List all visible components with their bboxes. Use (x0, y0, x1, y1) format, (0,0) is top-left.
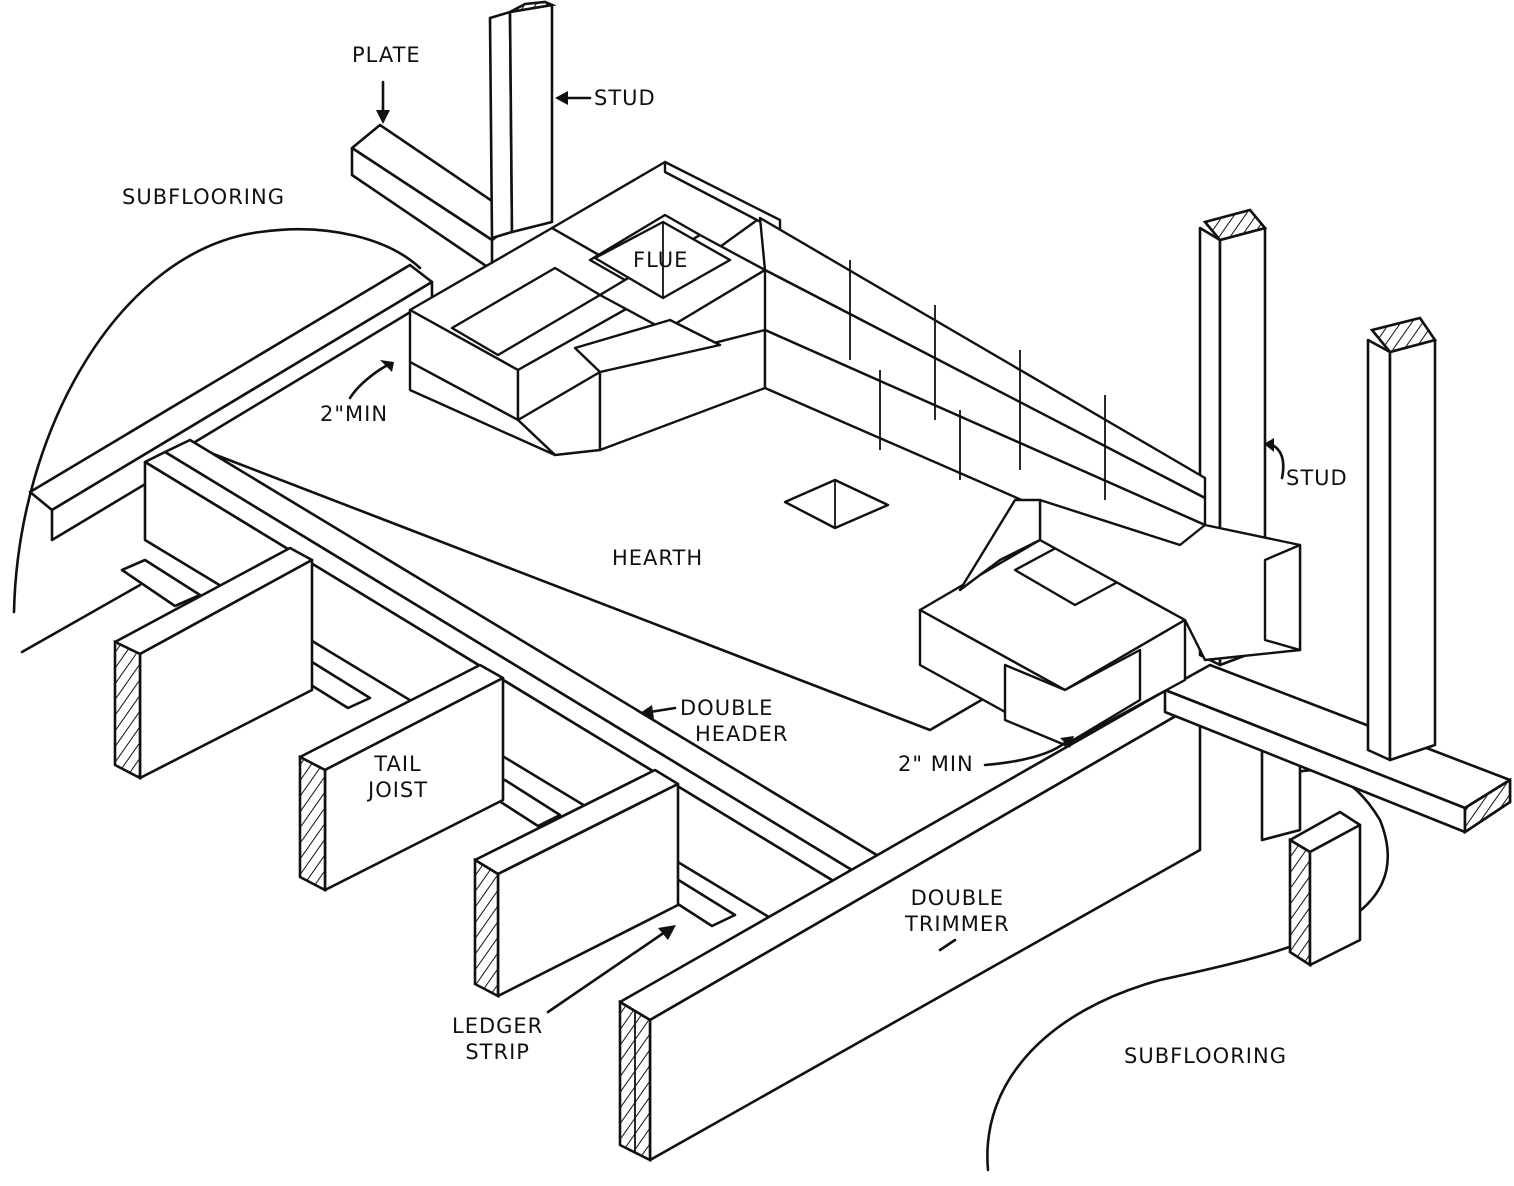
double-header-label: DOUBLE HEADER (680, 696, 788, 747)
ledger-strip-line-2: STRIP (465, 1039, 530, 1064)
stud-top-arrow (555, 91, 592, 105)
min-right-arrow (983, 736, 1074, 767)
min-left-arrow (348, 360, 394, 400)
double-header-line-2: HEADER (695, 721, 789, 746)
tail-joist-2 (298, 663, 505, 893)
tail-joist-line-1: TAIL (374, 752, 422, 776)
double-header-arrow (640, 705, 677, 719)
double-trimmer-leader (938, 938, 957, 952)
double-trimmer-line-2: TRIMMER (905, 911, 1010, 936)
hearth-brickwork (408, 160, 1302, 747)
right-plate (1163, 663, 1512, 835)
plate-label: PLATE (352, 43, 421, 67)
right-stud-back (1366, 316, 1438, 762)
tail-joist-line-2: JOIST (368, 777, 429, 802)
stud-top-label: STUD (594, 86, 656, 110)
ledger-strip-line-1: LEDGER (452, 1014, 544, 1038)
right-joist-stub (1260, 733, 1362, 968)
stud-right-label: STUD (1286, 466, 1348, 490)
tail-joist-1 (113, 546, 314, 781)
min-left-label: 2"MIN (320, 402, 389, 426)
top-stud (488, 0, 557, 240)
double-trimmer-label: DOUBLE TRIMMER (905, 886, 1010, 937)
double-trimmer-line-1: DOUBLE (910, 886, 1005, 910)
plate-arrow (376, 80, 390, 124)
ledger-strip-label: LEDGER STRIP (452, 1014, 543, 1065)
tail-joist-3 (473, 768, 680, 999)
subflooring-right-label: SUBFLOORING (1124, 1044, 1287, 1068)
double-trimmer-beam (618, 686, 1202, 1163)
subflooring-left-label: SUBFLOORING (122, 185, 285, 209)
min-right-label: 2" MIN (898, 752, 974, 776)
tail-joist-label: TAIL JOIST (368, 752, 428, 803)
double-header-line-1: DOUBLE (680, 696, 774, 720)
ledger-strip-arrow (546, 925, 676, 1014)
flue-label: FLUE (633, 248, 689, 272)
hearth-ash-opening (783, 478, 890, 530)
hearth-label: HEARTH (612, 546, 704, 570)
subflooring-left-curve (12, 227, 422, 614)
stud-right-arrow (1264, 438, 1285, 480)
